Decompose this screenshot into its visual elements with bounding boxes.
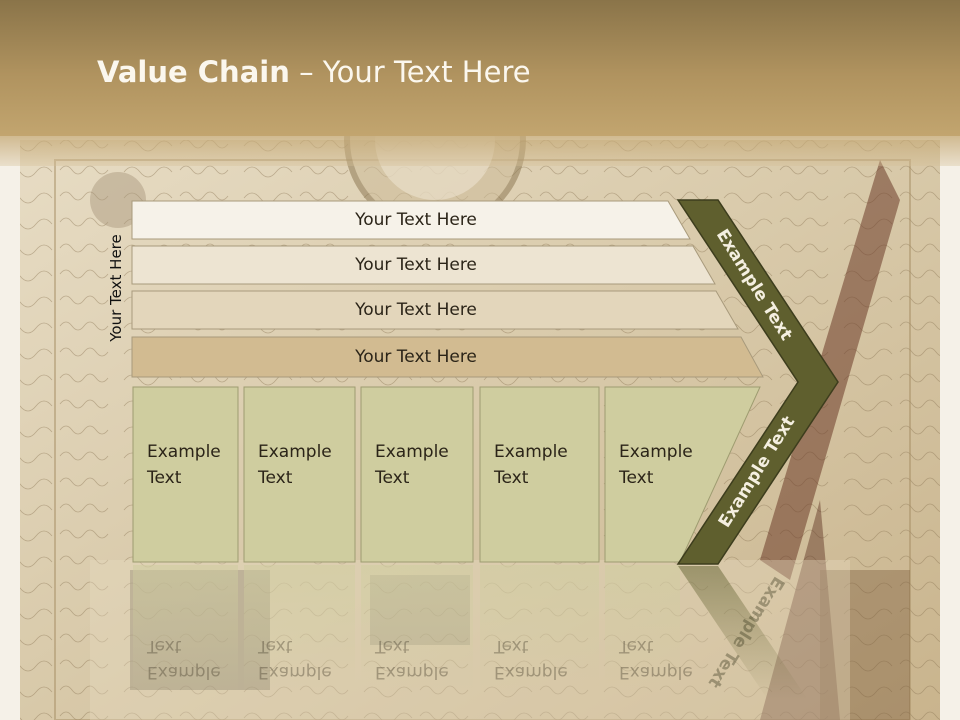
title-band [0, 0, 960, 136]
activity-box-reflection-1 [133, 565, 238, 695]
activity-box-label-line2: Text [619, 468, 654, 488]
reflection-line1: Example [375, 662, 449, 682]
value-bar-1 [131, 200, 691, 240]
activity-box-label-line1: Example [147, 442, 221, 462]
activity-box-reflection-2 [244, 565, 355, 695]
value-bar-label-1: Your Text Here [355, 210, 477, 230]
activity-box-reflection-3 [361, 565, 473, 695]
activity-box-label-line2: Text [258, 468, 293, 488]
value-bar-label-4: Your Text Here [355, 347, 477, 367]
value-bar-3 [131, 290, 739, 330]
chevron-arrow [676, 199, 839, 565]
activity-box-label-line1: Example [619, 442, 693, 462]
activity-box-label-line1: Example [494, 442, 568, 462]
reflection-line1: Example [619, 662, 693, 682]
slide-title: Value Chain – Your Text Here [97, 55, 531, 89]
chevron-reflection [678, 566, 808, 700]
reflection-line2: Text [619, 636, 654, 656]
activity-box-reflection-label-2: Example Text [258, 633, 353, 685]
reflection-line1: Example [258, 662, 332, 682]
value-bar-label-3: Your Text Here [355, 300, 477, 320]
activity-box-3 [360, 386, 474, 563]
activity-box-4 [479, 386, 600, 563]
reflection-line2: Text [494, 636, 529, 656]
reflection-line2: Text [258, 636, 293, 656]
activity-box-reflection-label-5: Example Text [619, 633, 714, 685]
activity-box-reflection-5 [605, 565, 680, 695]
reflection-line2: Text [147, 636, 182, 656]
activity-box-label-line2: Text [375, 468, 410, 488]
activity-box-reflection-label-1: Example Text [147, 633, 242, 685]
value-bar-label-2: Your Text Here [355, 255, 477, 275]
value-bar-4 [131, 336, 764, 378]
activity-box-label-line2: Text [494, 468, 529, 488]
activity-box-1 [132, 386, 239, 563]
reflection-line1: Example [494, 662, 568, 682]
reflection-line2: Text [375, 636, 410, 656]
activity-box-reflection-label-3: Example Text [375, 633, 470, 685]
activity-box-2 [243, 386, 356, 563]
title-rest: – Your Text Here [289, 55, 531, 89]
reflection-line1: Example [147, 662, 221, 682]
value-bar-2 [131, 245, 716, 285]
title-bold: Value Chain [97, 55, 290, 89]
activity-box-label-line1: Example [258, 442, 332, 462]
activity-box-label-line2: Text [147, 468, 182, 488]
activity-box-reflection-label-4: Example Text [494, 633, 589, 685]
title-fade [0, 136, 960, 166]
activity-box-label-line1: Example [375, 442, 449, 462]
activity-box-reflection-4 [480, 565, 599, 695]
